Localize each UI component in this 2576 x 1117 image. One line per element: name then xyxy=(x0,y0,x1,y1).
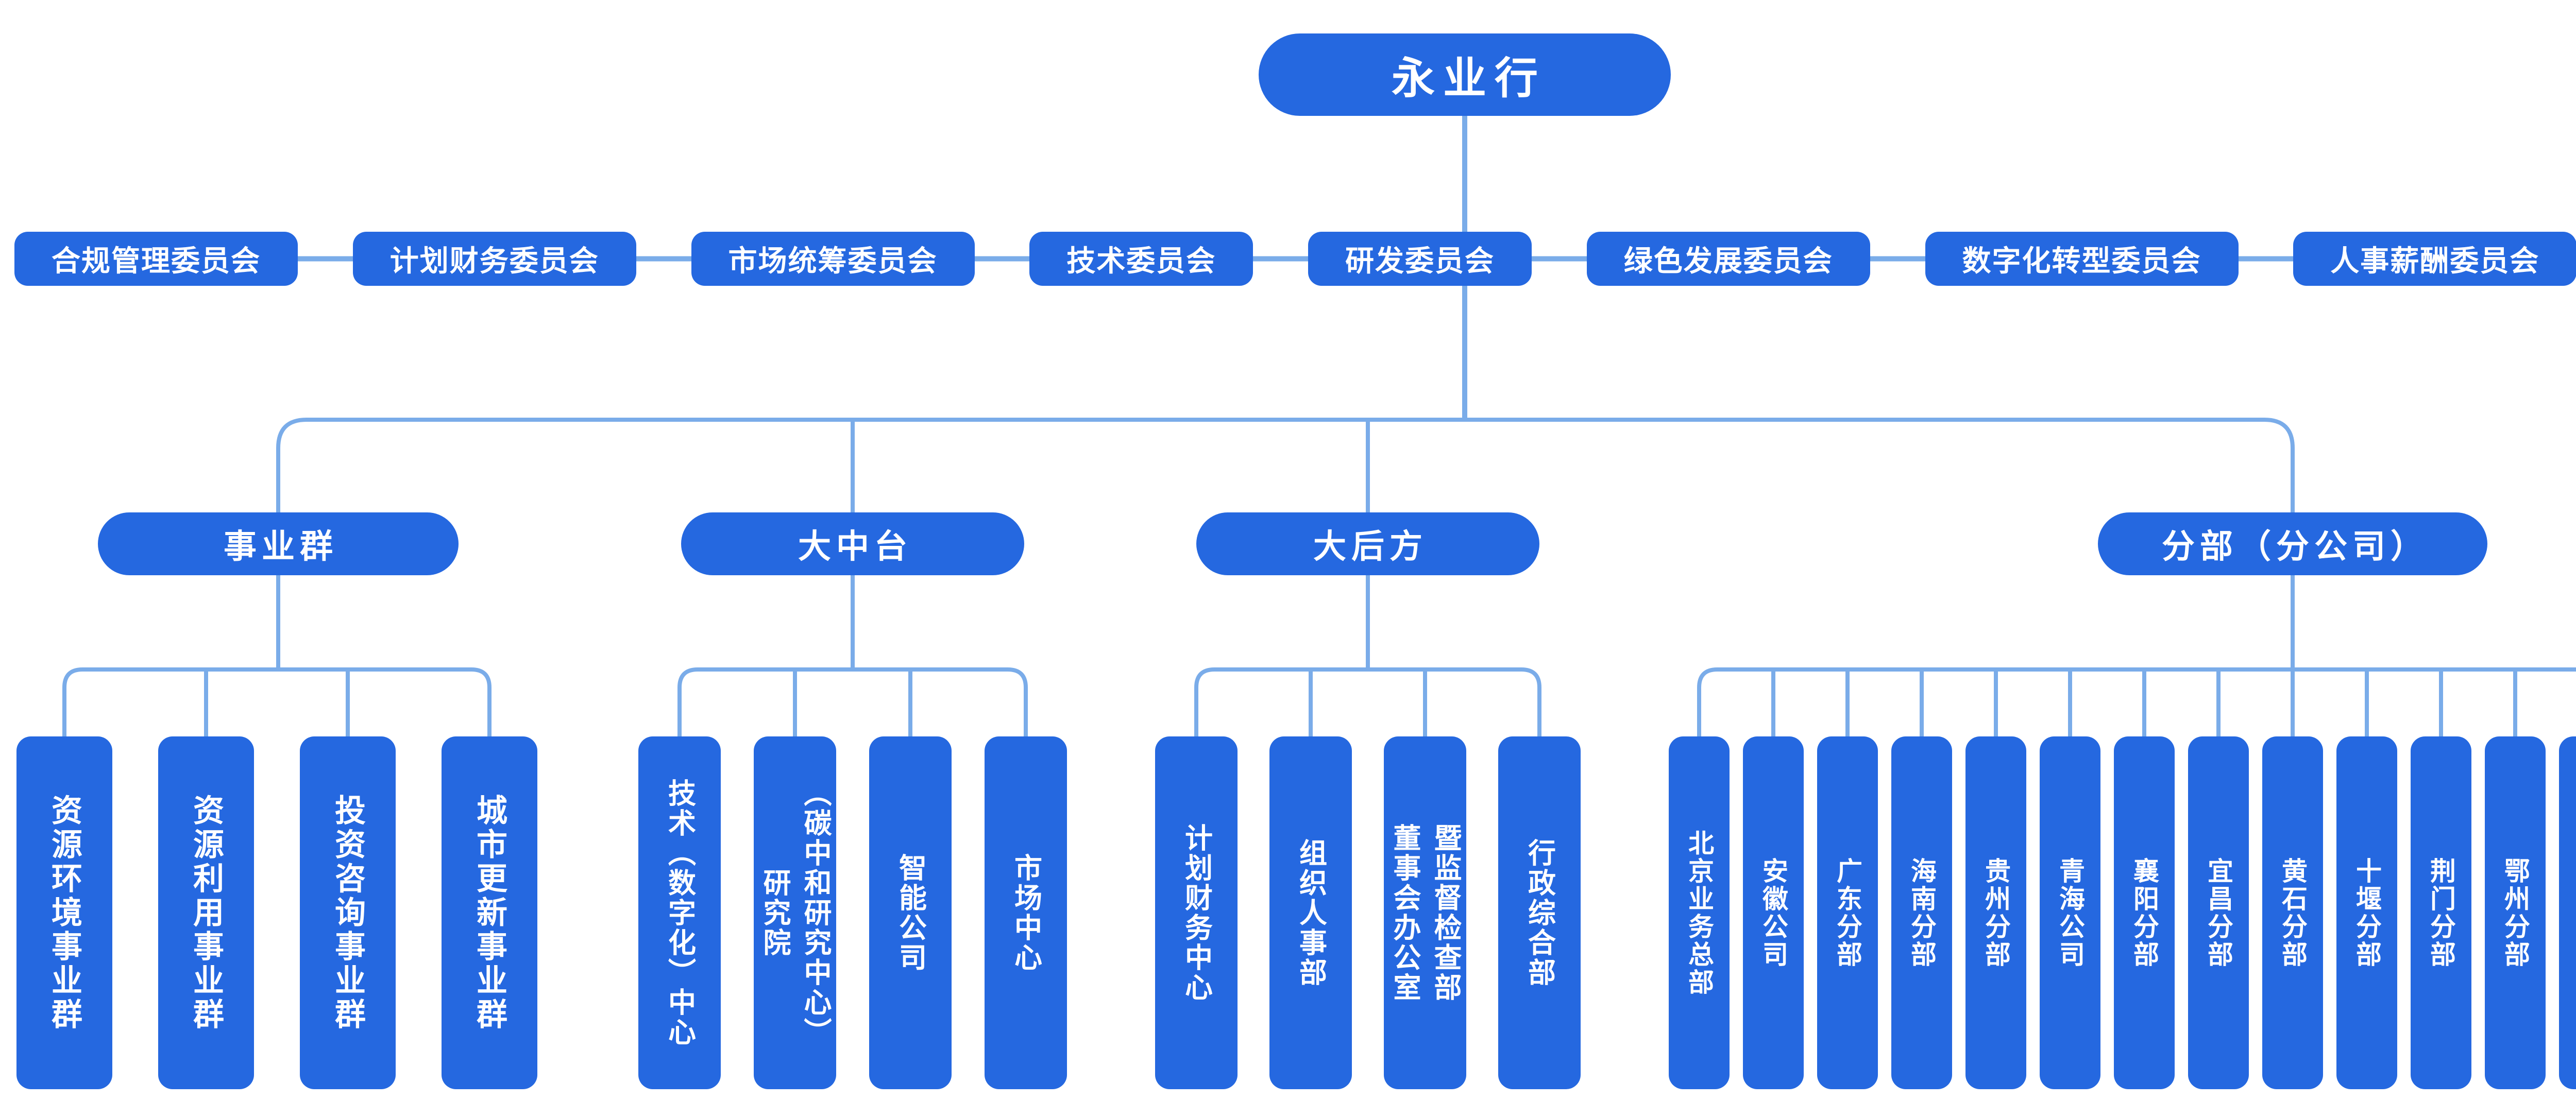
committee-node: 研发委员会 xyxy=(1308,232,1532,286)
child-node: 黄石分部 xyxy=(2262,736,2323,1089)
committee-node: 市场统筹委员会 xyxy=(691,232,975,286)
child-node: 北京业务总部 xyxy=(1669,736,1730,1089)
child-node: 宜昌分部 xyxy=(2188,736,2249,1089)
child-node: 董事会办公室 暨监督检查部 xyxy=(1384,736,1466,1089)
child-node: 资源利用事业群 xyxy=(158,736,254,1089)
committee-node: 计划财务委员会 xyxy=(352,232,636,286)
group-header-branches: 分部（分公司） xyxy=(2098,512,2487,575)
committee-node: 数字化转型委员会 xyxy=(1925,232,2239,286)
group-header-business-groups: 事业群 xyxy=(98,512,459,575)
children-row-back-office: 计划财务中心组织人事部董事会办公室 暨监督检查部行政综合部 xyxy=(1155,736,1581,1089)
child-node: 荆门分部 xyxy=(2411,736,2471,1089)
child-node: 研究院 （碳中和研究中心） xyxy=(754,736,836,1089)
committee-node: 合规管理委员会 xyxy=(14,232,298,286)
child-node: 行政综合部 xyxy=(1498,736,1581,1089)
child-node: 市场中心 xyxy=(985,736,1067,1089)
children-row-middle-platform: 技术（数字化）中心研究院 （碳中和研究中心） 智能公司市场中心 xyxy=(638,736,1067,1089)
child-node: 投资咨询事业群 xyxy=(300,736,396,1089)
child-node: 广东分部 xyxy=(1817,736,1878,1089)
root-node: 永业行 xyxy=(1259,33,1671,116)
child-node: 鄂州分部 xyxy=(2485,736,2546,1089)
child-node: 海南分部 xyxy=(1891,736,1952,1089)
child-node: 安徽公司 xyxy=(1743,736,1804,1089)
child-node: 计划财务中心 xyxy=(1155,736,1238,1089)
group-header-back-office: 大后方 xyxy=(1196,512,1539,575)
child-node: 襄阳分部 xyxy=(2114,736,2175,1089)
child-node: 贵州分部 xyxy=(1965,736,2026,1089)
children-row-business-groups: 资源环境事业群资源利用事业群投资咨询事业群城市更新事业群 xyxy=(16,736,537,1089)
child-node: 青海公司 xyxy=(2040,736,2100,1089)
committee-node: 绿色发展委员会 xyxy=(1586,232,1870,286)
child-node: 技术（数字化）中心 xyxy=(638,736,721,1089)
group-header-middle-platform: 大中台 xyxy=(681,512,1024,575)
child-node: 资源环境事业群 xyxy=(16,736,112,1089)
committee-row: 合规管理委员会计划财务委员会 市场统筹委员会技术委员会 研发委员会绿色发展委员会 数字… xyxy=(14,232,2576,286)
child-node: 孝感分部 xyxy=(2559,736,2576,1089)
child-node: 组织人事部 xyxy=(1269,736,1352,1089)
child-node: 城市更新事业群 xyxy=(442,736,537,1089)
committee-node: 人事薪酬委员会 xyxy=(2293,232,2576,286)
committee-node: 技术委员会 xyxy=(1029,232,1253,286)
child-node: 智能公司 xyxy=(869,736,952,1089)
child-node: 十堰分部 xyxy=(2336,736,2397,1089)
children-row-branches: 北京业务总部安徽公司广东分部海南分部贵州分部青海公司襄阳分部宜昌分部黄石分部十堰… xyxy=(1669,736,2576,1089)
